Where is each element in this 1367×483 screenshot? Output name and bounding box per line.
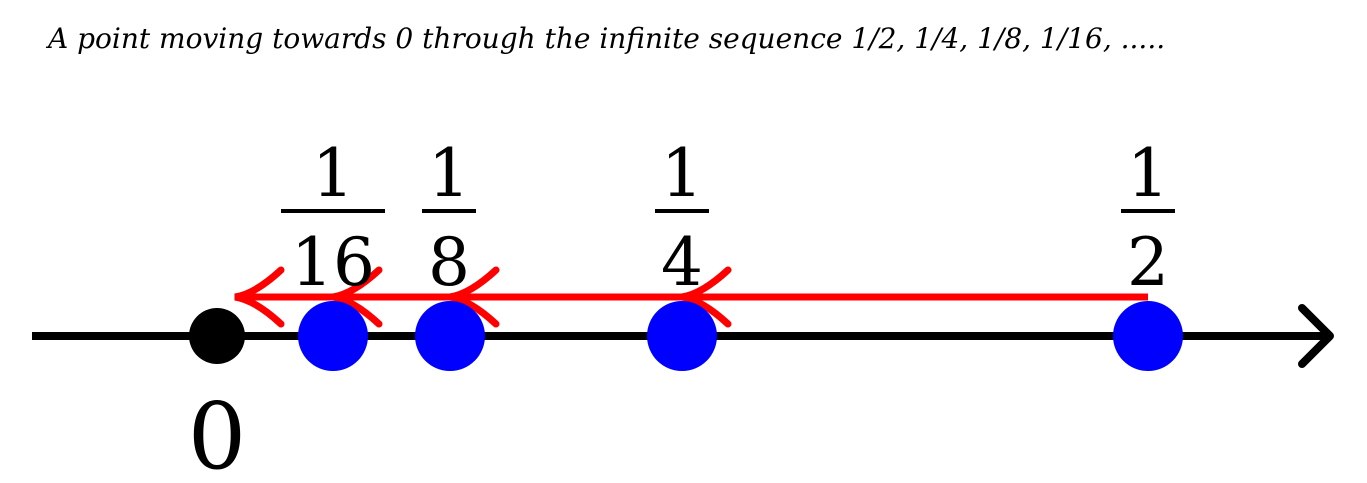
fraction-denominator-2: 2 [1127,224,1169,301]
caption: A point moving towards 0 through the inf… [48,22,1166,55]
origin-point [189,308,245,364]
fraction-denominator-8: 8 [428,224,470,301]
sequence-point-4 [647,301,717,371]
sequence-point-8 [415,301,485,371]
fraction-denominator-16: 16 [291,224,375,301]
sequence-point-16 [298,301,368,371]
fraction-numerator-4: 1 [661,135,703,212]
origin-label: 0 [188,383,247,483]
fraction-numerator-8: 1 [428,135,470,212]
fraction-numerator-2: 1 [1127,135,1169,212]
sequence-point-2 [1113,301,1183,371]
jump-arrowhead-icon-3 [234,266,285,328]
axis-arrowhead-icon [1298,304,1334,368]
fraction-numerator-16: 1 [312,135,354,212]
fraction-denominator-4: 4 [661,224,703,301]
